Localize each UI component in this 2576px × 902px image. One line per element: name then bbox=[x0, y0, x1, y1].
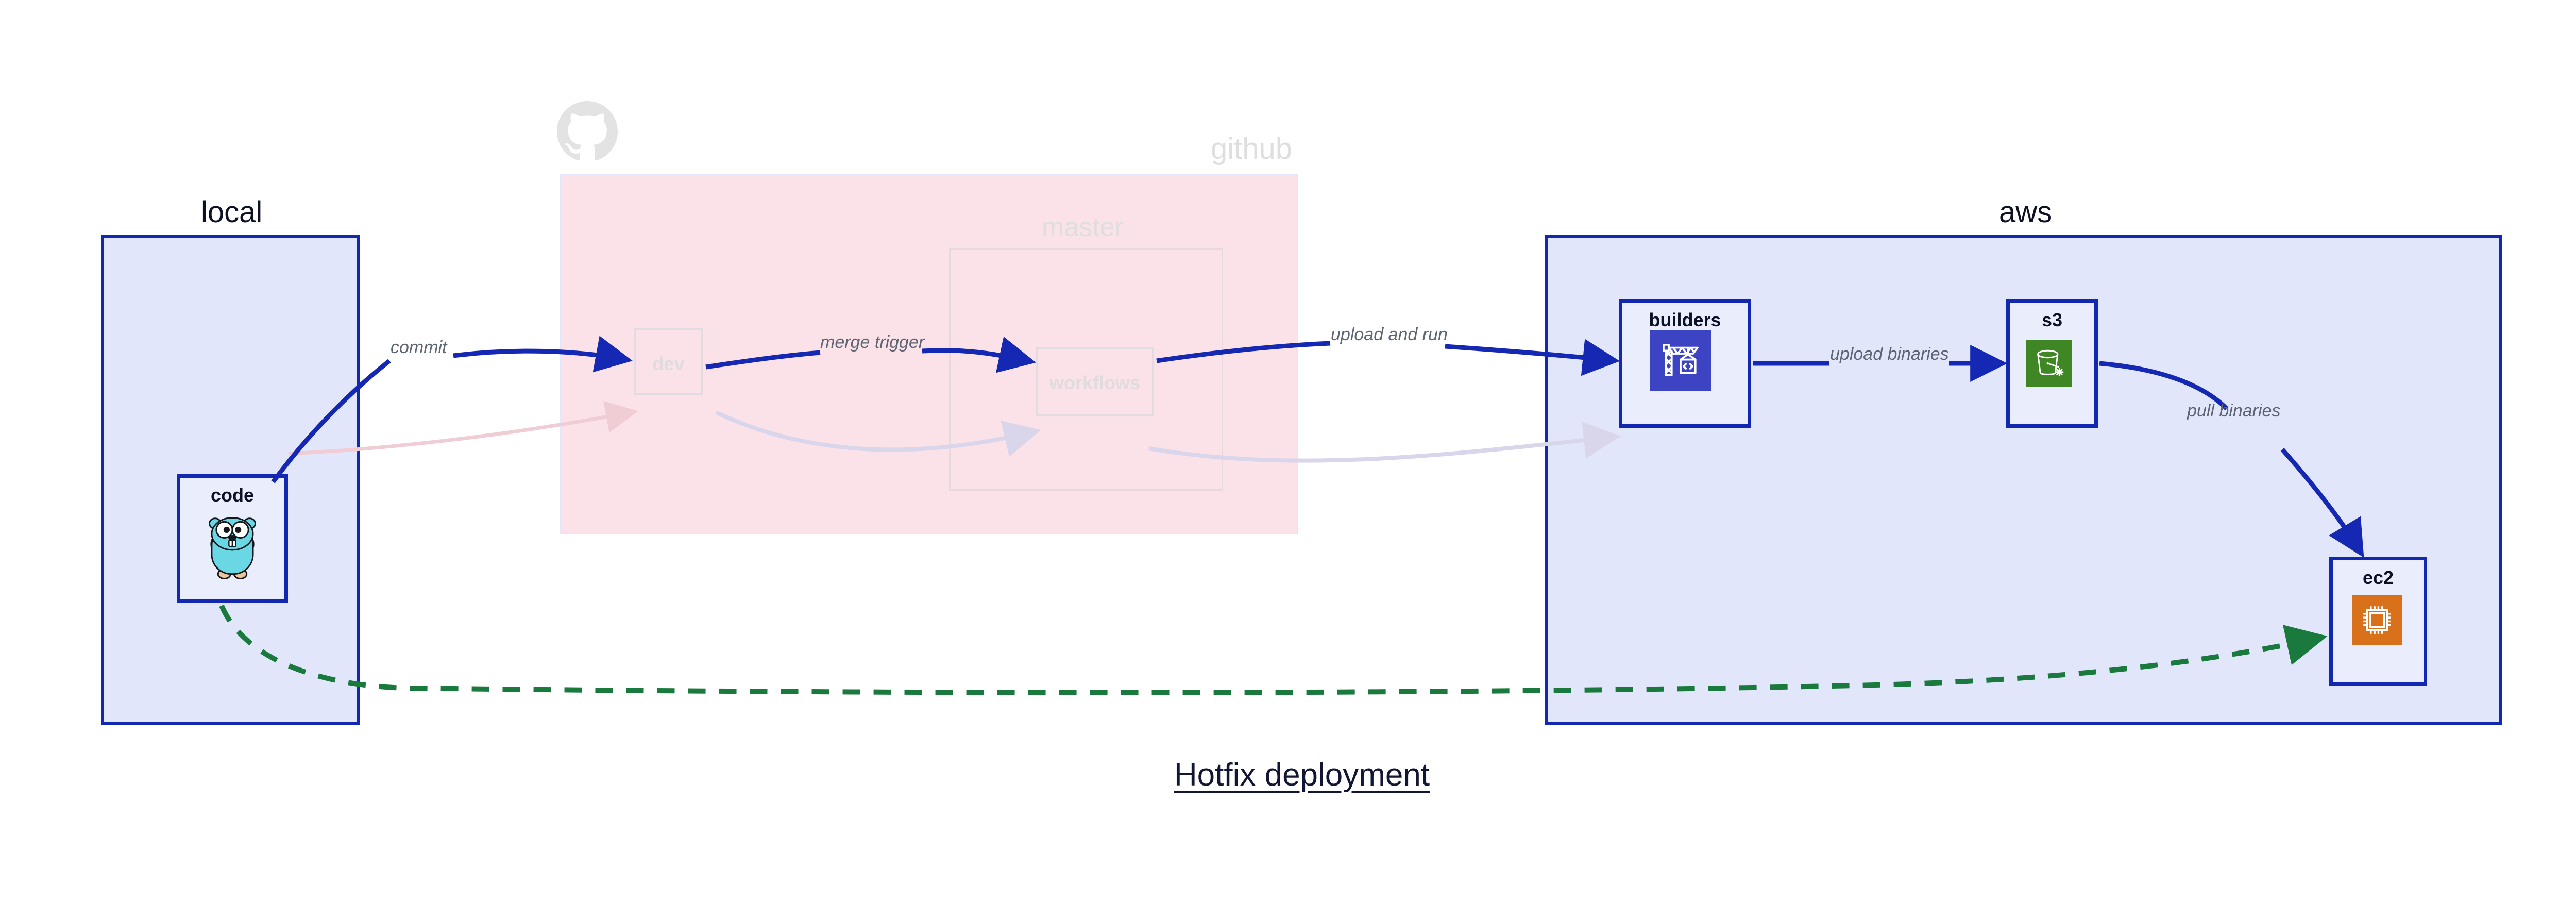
node-label-s3: s3 bbox=[2041, 309, 2063, 330]
node-code[interactable] bbox=[177, 474, 288, 603]
edge-commit-seg2 bbox=[453, 336, 633, 373]
group-label-local: local bbox=[201, 195, 263, 229]
group-label-aws: aws bbox=[1999, 195, 2053, 229]
page-title: Hotfix deployment bbox=[1174, 757, 1430, 793]
edge-label-merge-trigger: merge trigger bbox=[820, 332, 925, 352]
ghost-edge-pink bbox=[288, 400, 638, 456]
node-label-ec2: ec2 bbox=[2362, 567, 2394, 588]
ghost-edge-lavender-2 bbox=[1148, 422, 1621, 463]
node-label-builders: builders bbox=[1649, 309, 1721, 330]
github-octocat-icon bbox=[556, 101, 618, 162]
aws-s3-icon bbox=[2026, 340, 2072, 387]
edge-uploadrun-seg2 bbox=[1445, 339, 1620, 376]
edge-uploadrun-seg1 bbox=[1156, 341, 1331, 363]
edge-merge-seg2 bbox=[922, 337, 1036, 373]
edge-pullbin-seg1 bbox=[2099, 361, 2229, 411]
node-label-code: code bbox=[210, 485, 255, 506]
group-label-github: github bbox=[1211, 132, 1293, 165]
ghost-edge-lavender-1 bbox=[715, 410, 1041, 457]
group-label-master: master bbox=[1042, 212, 1124, 242]
edge-hotfix-dashed bbox=[219, 605, 2328, 695]
group-github bbox=[560, 174, 1298, 534]
node-label-dev: dev bbox=[652, 353, 685, 374]
edge-label-upload-binaries: upload binaries bbox=[1830, 344, 1949, 364]
edge-label-upload-and-run: upload and run bbox=[1331, 325, 1448, 344]
aws-ec2-icon bbox=[2352, 595, 2402, 645]
node-workflows[interactable] bbox=[1036, 347, 1154, 416]
edge-label-commit: commit bbox=[391, 338, 447, 357]
node-ec2[interactable] bbox=[2329, 557, 2427, 686]
node-label-workflows: workflows bbox=[1049, 372, 1141, 393]
edge-merge-seg1 bbox=[705, 350, 821, 370]
group-master bbox=[949, 248, 1223, 491]
edge-pullbin-seg2 bbox=[2280, 448, 2364, 558]
aws-codebuild-icon bbox=[1650, 330, 1711, 391]
edge-commit-seg1 bbox=[271, 359, 391, 483]
go-gopher-icon bbox=[202, 508, 263, 582]
edge-label-pull-binaries: pull binaries bbox=[2187, 401, 2281, 421]
node-dev[interactable] bbox=[634, 328, 703, 395]
